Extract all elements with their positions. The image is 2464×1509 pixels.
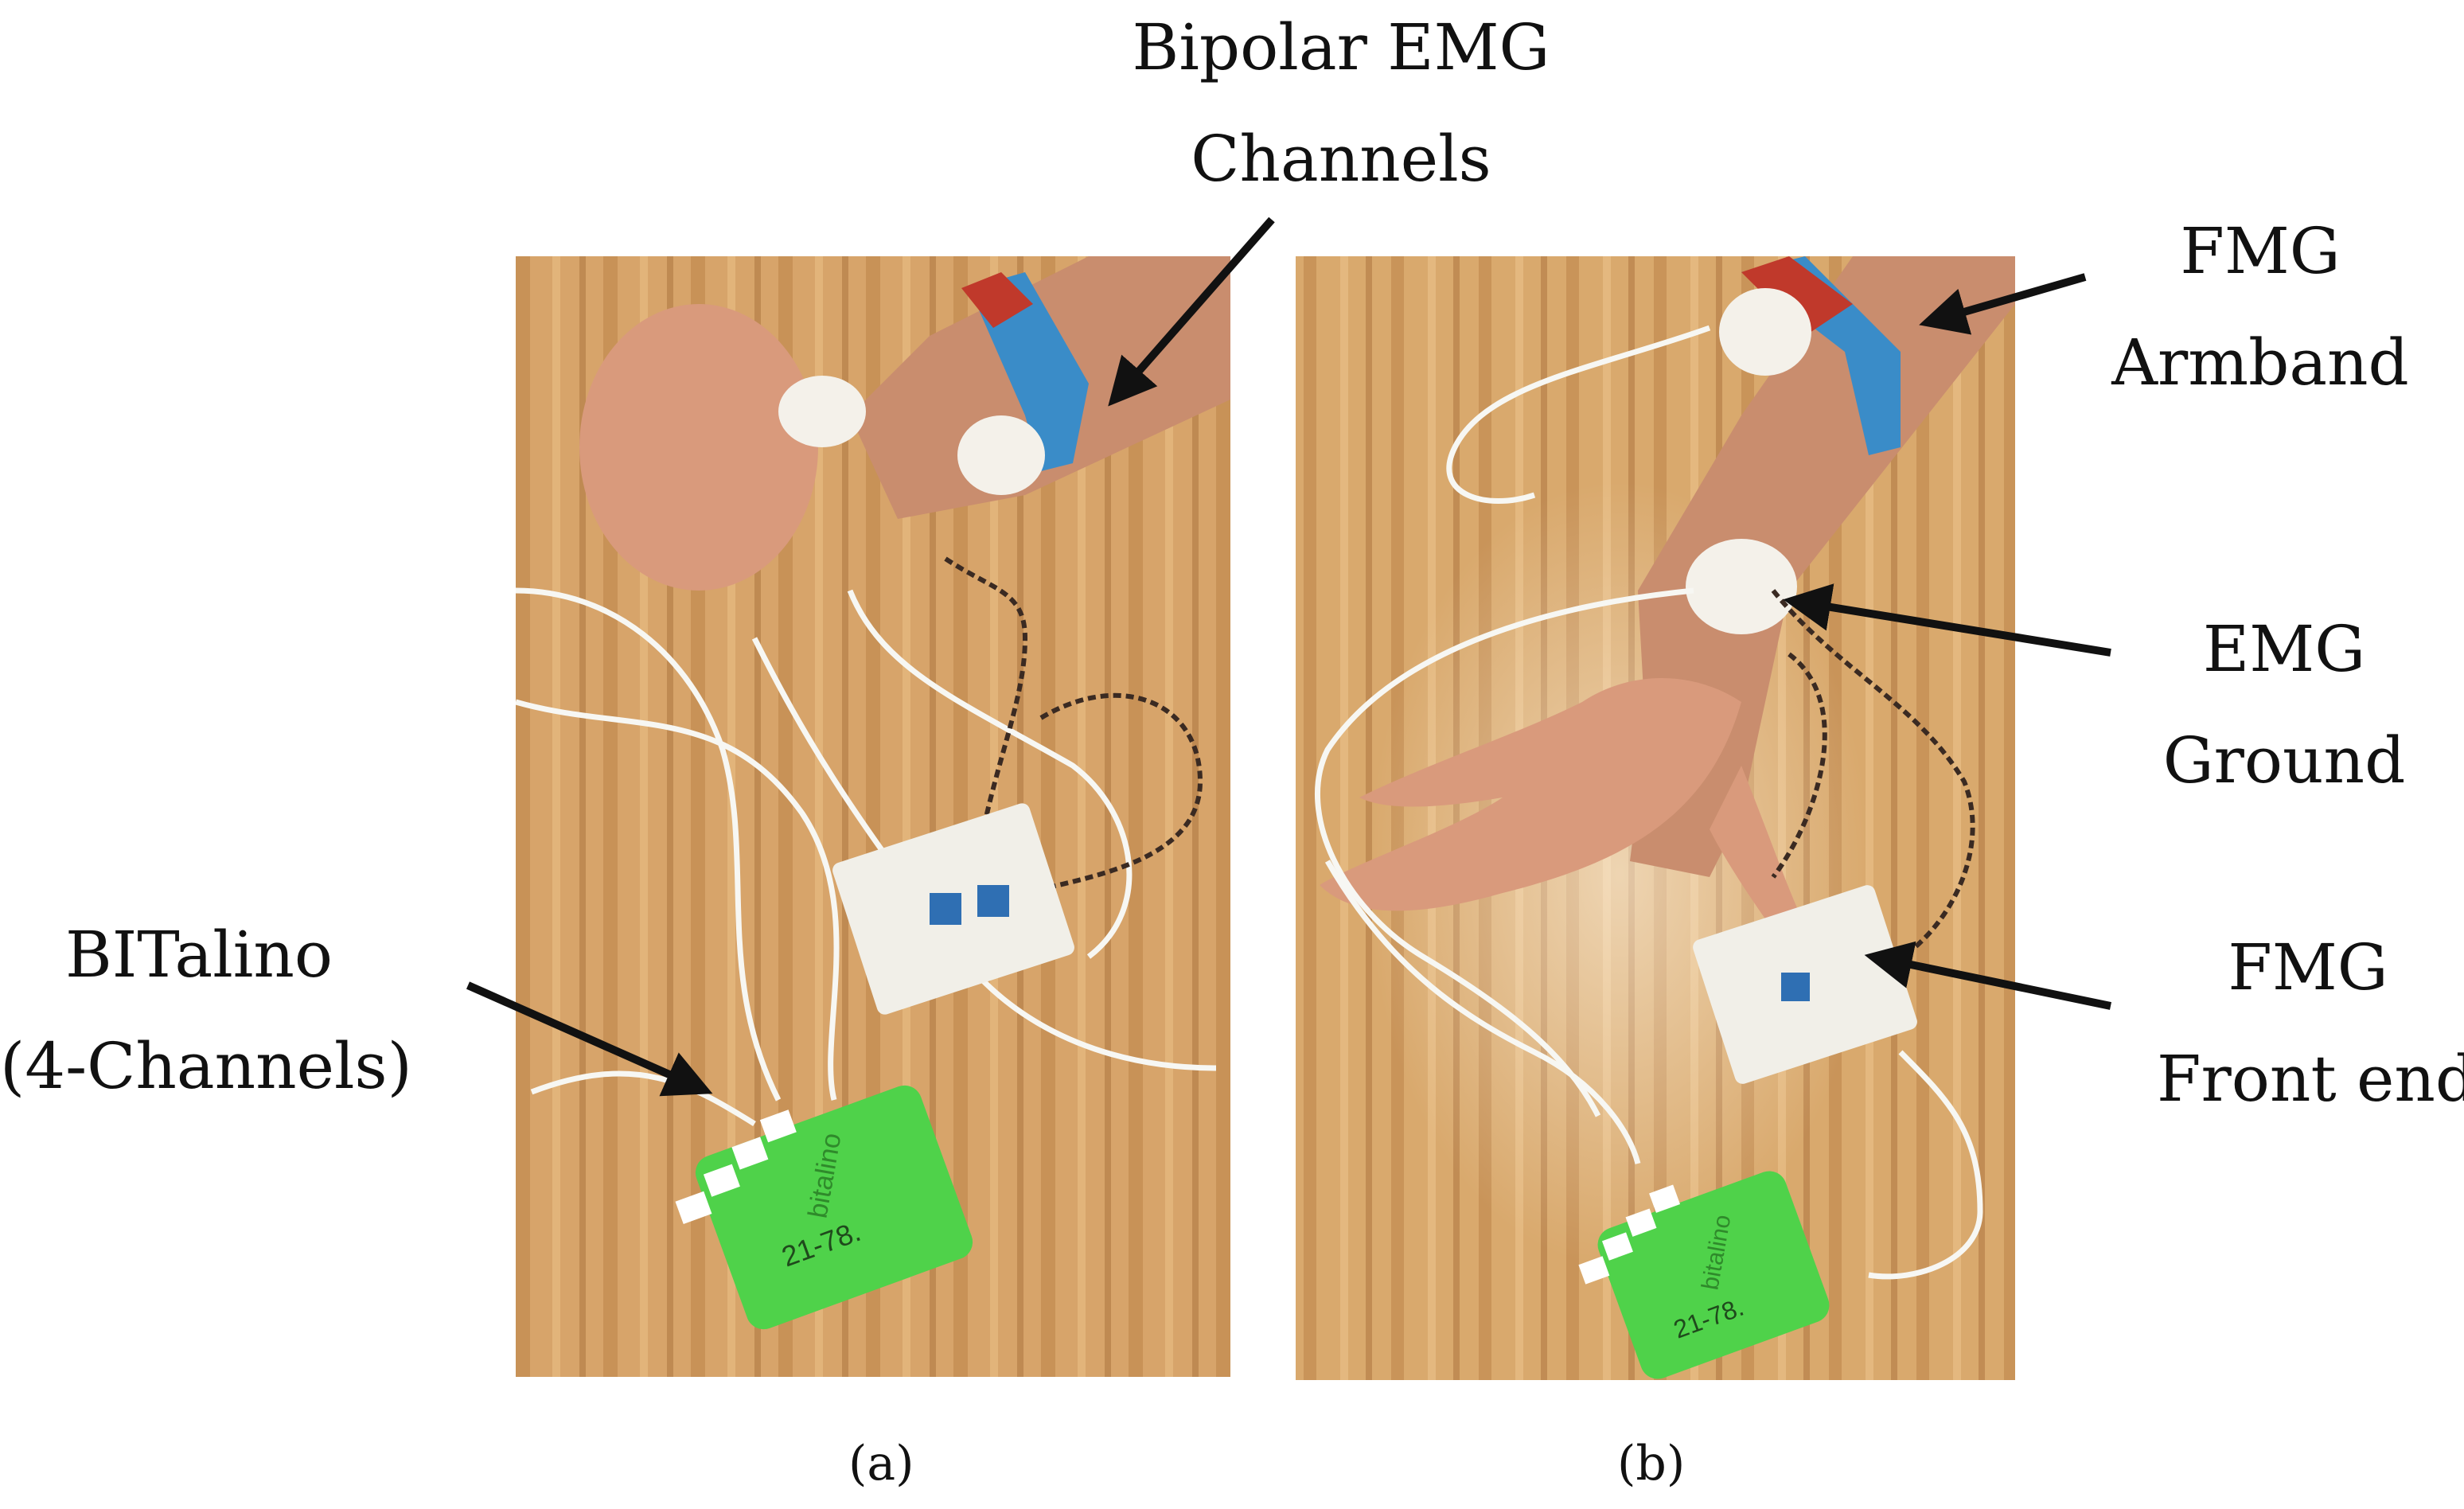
armband-red-part <box>1741 256 1853 336</box>
label-fmg-front-end: FMG Front end <box>2157 912 2464 1135</box>
bitalino-device <box>695 1085 973 1330</box>
usb-plug <box>703 1164 740 1197</box>
twisted-wires <box>944 556 1203 895</box>
emg-electrode <box>957 415 1045 495</box>
caption-panel-b: (b) <box>1617 1436 1686 1491</box>
label-bitalino: BITalino (4-Channels) <box>0 899 412 1122</box>
blue-component <box>977 885 1009 917</box>
photo-panel-a: bitalino 21-78. <box>516 256 1230 1377</box>
clenched-fist <box>579 304 818 591</box>
fmg-armband-strap <box>1741 256 1901 455</box>
blue-component <box>1781 973 1810 1001</box>
arrow-fmg-front-end <box>1864 941 2112 1010</box>
emg-electrode <box>778 376 866 447</box>
emg-ground-electrode <box>1686 539 1797 634</box>
caption-panel-a: (a) <box>848 1436 914 1491</box>
label-line: EMG <box>2202 612 2366 686</box>
white-cables <box>1314 325 1983 1280</box>
label-bipolar-emg-channels: Bipolar EMG Channels <box>1114 0 1568 215</box>
label-line: BITalino <box>64 918 333 992</box>
usb-plug <box>759 1109 797 1143</box>
arrow-bipolar-emg <box>1108 216 1275 407</box>
label-fmg-armband: FMG Armband <box>2101 196 2419 419</box>
label-line: FMG <box>2180 214 2341 288</box>
twisted-wires <box>1771 589 1975 975</box>
label-line: FMG <box>2228 930 2388 1004</box>
label-line: Channels <box>1191 122 1491 196</box>
fmg-sensor-pad <box>1719 288 1811 376</box>
arrow-fmg-armband <box>1919 273 2087 335</box>
usb-plug <box>1601 1232 1633 1261</box>
label-line: Bipolar EMG <box>1132 10 1550 84</box>
label-line: Ground <box>2162 723 2406 797</box>
open-hand <box>1320 678 1741 911</box>
photo-panel-b: bitalino 21-78. <box>1296 256 2015 1380</box>
armband-red-part <box>961 272 1033 328</box>
usb-plug <box>1578 1256 1610 1285</box>
label-emg-ground: EMG Ground <box>2133 594 2435 817</box>
usb-plug <box>731 1137 769 1170</box>
arrow-bitalino <box>466 981 713 1097</box>
usb-plug <box>675 1191 712 1224</box>
thumb <box>1710 766 1805 941</box>
blue-component <box>930 893 961 925</box>
label-line: Armband <box>2111 326 2409 400</box>
usb-plug <box>1649 1184 1681 1213</box>
arrow-emg-ground <box>1783 583 2111 657</box>
label-line: Front end <box>2157 1042 2464 1116</box>
usb-plug <box>1625 1208 1657 1237</box>
label-line: (4-Channels) <box>0 1029 412 1103</box>
bitalino-device <box>1597 1171 1830 1379</box>
